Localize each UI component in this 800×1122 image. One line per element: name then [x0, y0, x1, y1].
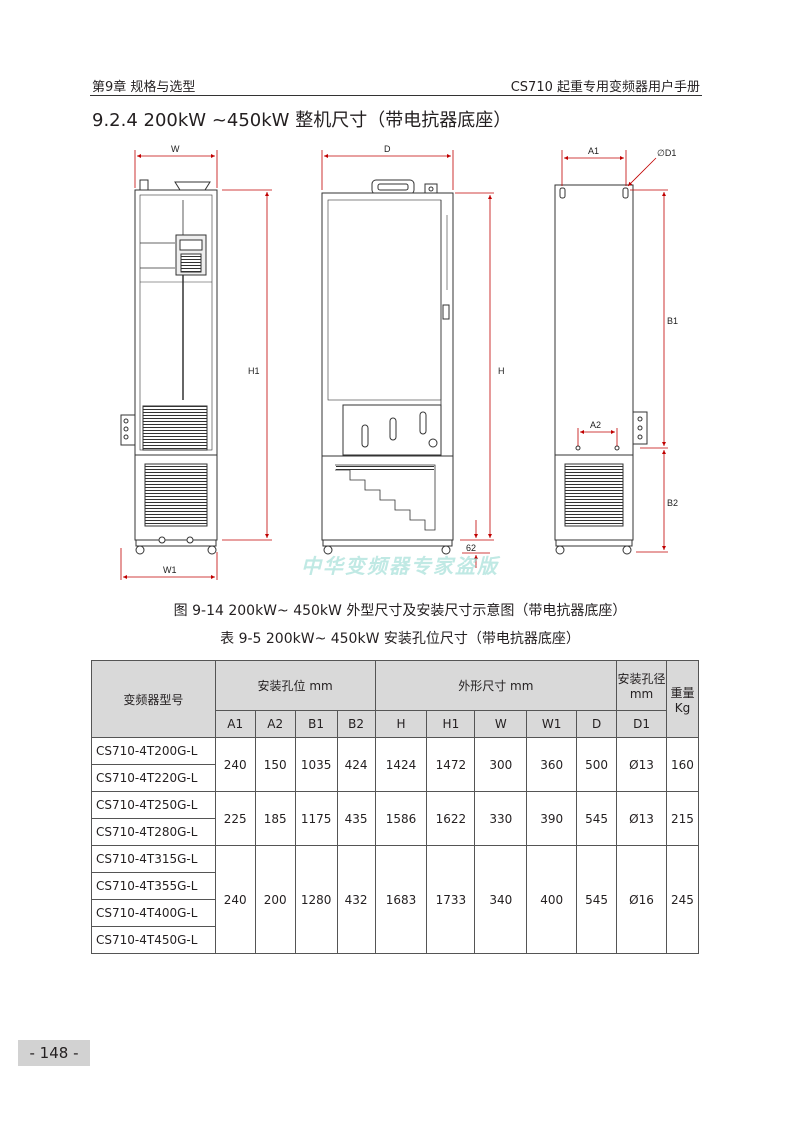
value-B2: 424: [336, 737, 376, 792]
value-W: 300: [474, 737, 528, 792]
side-view: [321, 179, 454, 555]
value-D1: Ø13: [616, 791, 667, 846]
value-A2: 200: [254, 845, 296, 954]
subheader-D1: D1: [616, 710, 667, 738]
value-B2: 435: [336, 791, 376, 846]
page-number: - 148 -: [18, 1040, 90, 1066]
label-W: W: [171, 144, 180, 154]
subheader-A2: A2: [254, 710, 296, 738]
subheader-H: H: [374, 710, 428, 738]
model-cell: CS710-4T355G-L: [91, 872, 216, 900]
dimensions-table: 变频器型号 安装孔位 mm 外形尺寸 mm 安装孔径 mm 重量 Kg A1 A…: [91, 660, 700, 954]
header-mount-group: 安装孔位 mm: [214, 660, 376, 711]
subheader-B2: B2: [336, 710, 376, 738]
label-62: 62: [466, 543, 476, 553]
model-cell: CS710-4T200G-L: [91, 737, 216, 765]
value-B1: 1175: [294, 791, 338, 846]
value-D1: Ø13: [616, 737, 667, 792]
table-row: CS710-4T450G-L: [91, 926, 699, 954]
value-B2: 432: [336, 845, 376, 954]
value-H: 1424: [374, 737, 428, 792]
label-H1: H1: [248, 366, 260, 376]
dimension-drawing: W H1 W1: [120, 144, 678, 580]
back-dimensions: [561, 150, 668, 553]
value-A1: 225: [214, 791, 256, 846]
value-D: 545: [576, 791, 618, 846]
value-A1: 240: [214, 845, 256, 954]
model-cell: CS710-4T315G-L: [91, 845, 216, 873]
header-hole-group: 安装孔径 mm: [616, 660, 667, 711]
value-H: 1683: [374, 845, 428, 954]
value-B1: 1035: [294, 737, 338, 792]
figure-caption: 图 9-14 200kW~ 450kW 外型尺寸及安装尺寸示意图（带电抗器底座）: [173, 603, 627, 619]
value-weight: 215: [665, 791, 700, 846]
model-cell: CS710-4T450G-L: [91, 926, 216, 954]
value-A2: 185: [254, 791, 296, 846]
table-row: CS710-4T220G-L: [91, 764, 699, 792]
table-row: CS710-4T200G-L 240 150 1035 424 1424 147…: [91, 737, 700, 792]
front-dimensions: [120, 150, 272, 580]
value-H1: 1472: [426, 737, 476, 792]
label-A1: A1: [588, 146, 599, 156]
value-H: 1586: [374, 791, 428, 846]
subheader-A1: A1: [214, 710, 256, 738]
side-dimensions: [321, 150, 494, 568]
table-row: CS710-4T280G-L: [91, 818, 699, 846]
header-chapter: 第9章 规格与选型: [92, 80, 196, 95]
label-B1: B1: [667, 316, 678, 326]
table-row: CS710-4T250G-L 225 185 1175 435 1586 162…: [91, 791, 700, 846]
label-H: H: [498, 366, 505, 376]
watermark: 中华变频器专家盗版: [301, 554, 499, 578]
value-D: 545: [576, 845, 618, 954]
table-row: CS710-4T315G-L 240 200 1280 432 1683 173…: [91, 845, 700, 954]
front-view: [120, 179, 218, 555]
section-title: 9.2.4 200kW ~450kW 整机尺寸（带电抗器底座）: [92, 110, 512, 131]
table-caption: 表 9-5 200kW~ 450kW 安装孔位尺寸（带电抗器底座）: [220, 631, 580, 647]
model-cell: CS710-4T220G-L: [91, 764, 216, 792]
subheader-W: W: [474, 710, 528, 738]
value-H1: 1622: [426, 791, 476, 846]
label-D1: ∅D1: [657, 148, 676, 158]
value-H1: 1733: [426, 845, 476, 954]
model-cell: CS710-4T400G-L: [91, 899, 216, 927]
value-W1: 400: [526, 845, 578, 954]
subheader-D: D: [576, 710, 618, 738]
subheader-B1: B1: [294, 710, 338, 738]
value-D1: Ø16: [616, 845, 667, 954]
back-view: [554, 184, 648, 555]
header-outline-group: 外形尺寸 mm: [374, 660, 618, 711]
label-D: D: [384, 144, 391, 154]
model-cell: CS710-4T250G-L: [91, 791, 216, 819]
value-B1: 1280: [294, 845, 338, 954]
value-W1: 390: [526, 791, 578, 846]
value-W1: 360: [526, 737, 578, 792]
header-manual-title: CS710 起重专用变频器用户手册: [510, 80, 700, 95]
value-A2: 150: [254, 737, 296, 792]
table-row: CS710-4T355G-L: [91, 872, 699, 900]
subheader-H1: H1: [426, 710, 476, 738]
model-cell: CS710-4T280G-L: [91, 818, 216, 846]
value-W: 330: [474, 791, 528, 846]
label-B2: B2: [667, 498, 678, 508]
value-W: 340: [474, 845, 528, 954]
header-rule: [90, 95, 702, 96]
label-W1: W1: [163, 565, 177, 575]
value-A1: 240: [214, 737, 256, 792]
label-A2: A2: [590, 420, 601, 430]
value-weight: 245: [665, 845, 700, 954]
value-weight: 160: [665, 737, 700, 792]
value-D: 500: [576, 737, 618, 792]
subheader-W1: W1: [526, 710, 578, 738]
header-model: 变频器型号: [91, 660, 216, 738]
header-weight: 重量 Kg: [665, 660, 700, 738]
